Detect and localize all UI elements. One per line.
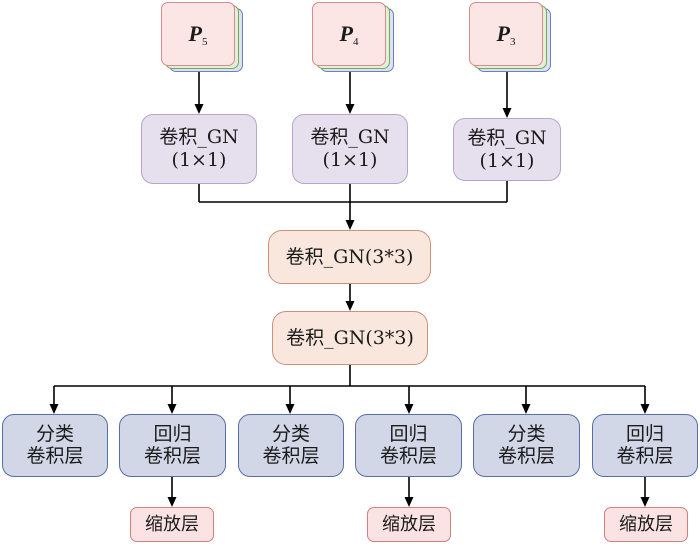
lateral-conv-p5: 卷积_GN (1×1) (141, 114, 257, 184)
arrowhead (404, 497, 414, 507)
conv-kernel: (1×1) (322, 149, 378, 171)
arrowhead (345, 104, 355, 114)
lateral-conv-p4: 卷积_GN (1×1) (292, 114, 408, 184)
arrowhead (640, 404, 650, 414)
shared-conv-3x3-1: 卷积_GN(3*3) (268, 230, 431, 284)
head-label-line1: 分类 (35, 422, 74, 445)
arrowhead (285, 404, 295, 414)
conv-kernel: (1×1) (171, 149, 227, 171)
scale-label: 缩放层 (619, 513, 673, 535)
head-regression-2: 回归 卷积层 (355, 414, 462, 477)
arrowhead (194, 104, 204, 114)
input-p3: P3 (469, 2, 553, 74)
conv-label: 卷积_GN(3*3) (285, 245, 414, 268)
head-label-line1: 分类 (271, 422, 310, 445)
scale-layer-3: 缩放层 (604, 507, 688, 542)
head-classification-3: 分类 卷积层 (473, 414, 580, 477)
head-label-line2: 卷积层 (616, 444, 674, 467)
arrowhead (345, 220, 355, 230)
scale-layer-1: 缩放层 (130, 507, 214, 542)
head-label-line1: 回归 (625, 422, 664, 445)
conv-label: 卷积_GN (310, 126, 390, 149)
head-regression-3: 回归 卷积层 (592, 414, 698, 477)
head-label-line1: 分类 (507, 422, 546, 445)
conv-label: 卷积_GN (467, 126, 547, 149)
feature-card-front: P4 (312, 2, 386, 66)
head-classification-2: 分类 卷积层 (238, 414, 344, 477)
head-label-line2: 卷积层 (262, 444, 320, 467)
conv-kernel: (1×1) (479, 149, 535, 172)
arrowhead (167, 497, 177, 507)
arrowhead (521, 404, 531, 414)
scale-label: 缩放层 (382, 513, 436, 535)
lateral-conv-p3: 卷积_GN (1×1) (453, 118, 561, 181)
head-label-line1: 回归 (389, 422, 428, 445)
conv-label: 卷积_GN (159, 126, 239, 149)
scale-label: 缩放层 (145, 513, 199, 535)
head-label-line2: 卷积层 (497, 444, 555, 467)
head-regression-1: 回归 卷积层 (119, 414, 226, 477)
arrowhead (167, 404, 177, 414)
input-label: P4 (339, 20, 359, 48)
input-label: P5 (188, 20, 208, 48)
arrowhead (640, 497, 650, 507)
input-p5: P5 (161, 2, 245, 74)
arrowhead (404, 404, 414, 414)
head-label-line2: 卷积层 (26, 444, 84, 467)
feature-card-front: P5 (161, 2, 235, 66)
scale-layer-2: 缩放层 (367, 507, 451, 542)
input-p4: P4 (312, 2, 396, 74)
head-classification-1: 分类 卷积层 (2, 414, 108, 477)
head-label-line1: 回归 (153, 422, 192, 445)
arrowhead (502, 108, 512, 118)
arrowhead (345, 301, 355, 311)
arrowhead (49, 404, 59, 414)
shared-conv-3x3-2: 卷积_GN(3*3) (272, 311, 428, 365)
conv-label: 卷积_GN(3*3) (286, 326, 414, 349)
input-label: P3 (496, 20, 516, 48)
head-label-line2: 卷积层 (143, 444, 201, 467)
head-label-line2: 卷积层 (379, 444, 437, 467)
feature-card-front: P3 (469, 2, 543, 66)
